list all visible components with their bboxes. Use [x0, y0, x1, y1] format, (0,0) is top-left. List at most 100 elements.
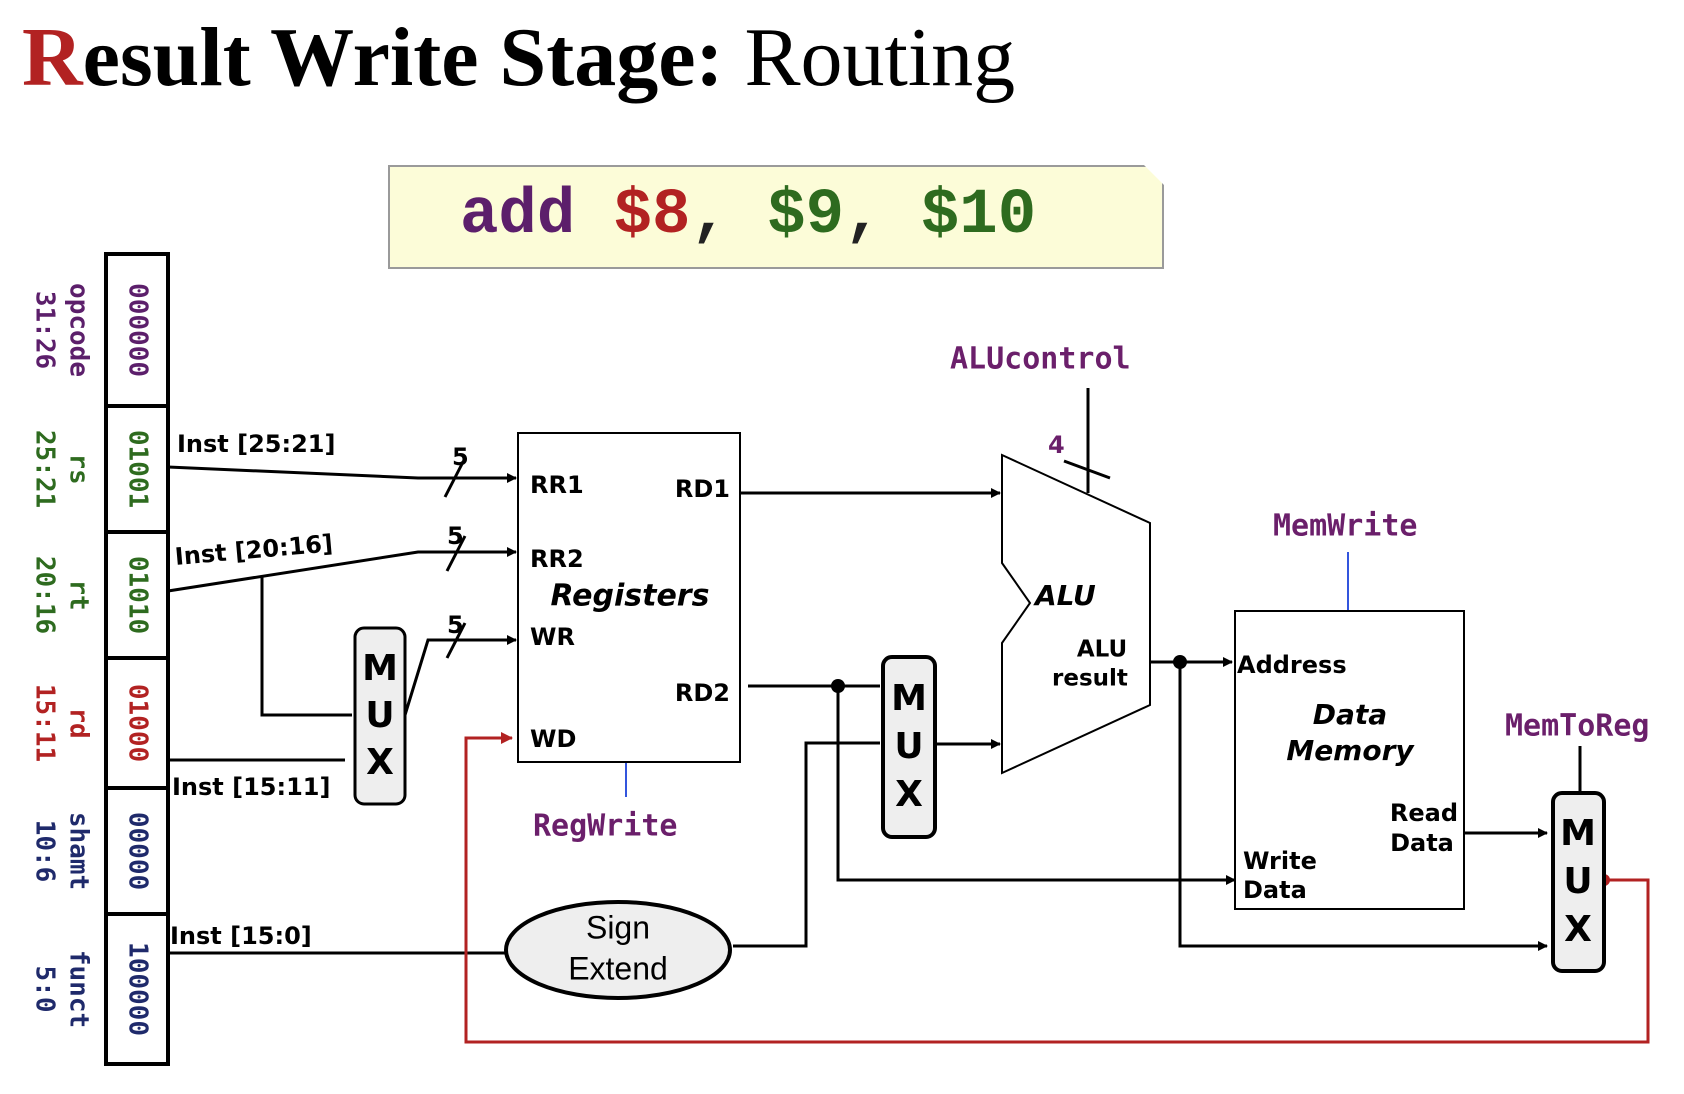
instr-op: add: [460, 180, 576, 252]
mux-alusrc-x: X: [895, 774, 923, 815]
bus-slash-rr1: [443, 461, 465, 498]
field-box-rs: [104, 404, 170, 534]
wire-wr: [403, 635, 517, 716]
mux-memtoreg-u: U: [1563, 861, 1592, 902]
field-bits-funct: 5:0: [30, 966, 60, 1013]
field-name-shamt: shamt: [64, 812, 94, 890]
junction-alu-result: [1173, 655, 1187, 669]
mux-memtoreg-x: X: [1564, 909, 1592, 950]
field-name-rs: rs: [64, 453, 94, 484]
field-value-rd: 01000: [123, 684, 153, 762]
label-inst-20-16: Inst [20:16]: [174, 529, 334, 571]
title-first-letter: R: [22, 11, 83, 104]
mem-name-line2: Memory: [1286, 734, 1415, 767]
wire-rt-to-mux: [260, 577, 352, 717]
folded-corner: [1144, 165, 1164, 185]
field-value-rt: 01010: [123, 556, 153, 634]
bus-slash-alu: [1063, 459, 1111, 480]
reg-wr: WR: [530, 623, 575, 651]
field-box-shamt: [104, 786, 170, 916]
reg-name: Registers: [551, 579, 710, 614]
control-regwrite: RegWrite: [533, 809, 678, 844]
registers-block: [517, 432, 741, 763]
wire-rr1: [167, 465, 517, 483]
wire-writeback: [464, 732, 1650, 1044]
instr-sep1: ,: [690, 180, 768, 252]
field-bits-opcode: 31:26: [30, 291, 60, 369]
field-bits-rt: 20:16: [30, 556, 60, 634]
mem-write-line2: Data: [1243, 876, 1307, 904]
mem-read-line1: Read: [1390, 799, 1458, 827]
title-bold-part: esult Write Stage:: [82, 11, 724, 104]
wire-rd2-to-writedata: [836, 686, 1236, 885]
field-value-opcode: 000000: [123, 283, 153, 377]
data-memory-block: [1234, 610, 1465, 910]
bus-slash-rr2: [445, 535, 467, 572]
control-memwrite: MemWrite: [1273, 509, 1418, 544]
label-width-wr: 5: [447, 611, 464, 639]
mux-memtoreg: [1551, 791, 1606, 973]
field-box-rd: [104, 656, 170, 790]
mux-regdst-x: X: [366, 742, 394, 783]
field-name-funct: funct: [64, 950, 94, 1028]
field-value-rs: 01001: [123, 430, 153, 508]
mux-alusrc-m: M: [891, 678, 927, 719]
mux-memtoreg-m: M: [1560, 813, 1596, 854]
instruction-text: add $8, $9, $10: [460, 178, 1036, 255]
instruction-box: [388, 165, 1164, 269]
label-width-rr1: 5: [452, 443, 469, 471]
bus-slash-wr: [445, 622, 467, 659]
sign-extend-line1: Sign: [586, 909, 650, 945]
label-width-alu: 4: [1048, 431, 1065, 459]
label-inst-15-0: Inst [15:0]: [170, 922, 312, 950]
slide-title: Result Write Stage: Routing: [22, 16, 1015, 100]
control-memtoreg: MemToReg: [1505, 709, 1650, 744]
instr-dest: $8: [613, 180, 691, 252]
control-alucontrol: ALUcontrol: [950, 342, 1131, 377]
wire-signext-to-mux: [733, 741, 880, 948]
reg-rr2: RR2: [530, 545, 584, 573]
field-bits-rd: 15:11: [30, 684, 60, 762]
mux-regdst: [353, 626, 407, 806]
sign-extend-unit: [504, 900, 732, 1000]
field-name-opcode: opcode: [64, 283, 94, 377]
alu-result-line1: ALU: [1077, 637, 1127, 663]
reg-rd2: RD2: [675, 679, 730, 707]
reg-rd1: RD1: [675, 475, 730, 503]
field-value-funct: 100000: [123, 942, 153, 1036]
sign-extend-line2: Extend: [568, 950, 668, 986]
mux-alusrc: [881, 655, 937, 839]
label-inst-15-11: Inst [15:11]: [172, 773, 330, 801]
alu-name: ALU: [1033, 579, 1096, 612]
field-box-funct: [104, 912, 170, 1066]
instr-src1: $9: [767, 180, 845, 252]
field-name-rd: rd: [64, 707, 94, 738]
mem-read-line2: Data: [1390, 829, 1454, 857]
instr-sep2: ,: [844, 180, 921, 252]
instruction-fields: 000000 01001 01010 01000 00000 100000 op…: [30, 252, 170, 1066]
wire-rr2: [167, 547, 517, 593]
mem-write-line1: Write: [1243, 847, 1317, 875]
alu-result-line2: result: [1052, 666, 1128, 692]
field-bits-shamt: 10:6: [30, 820, 60, 883]
wires: [167, 388, 1582, 955]
mem-address: Address: [1237, 651, 1347, 679]
mux-alusrc-u: U: [894, 726, 923, 767]
field-value-shamt: 00000: [123, 812, 153, 890]
mux-regdst-u: U: [365, 695, 394, 736]
title-normal-part: Routing: [744, 11, 1016, 104]
alu-shape: [1001, 453, 1151, 775]
label-inst-25-21: Inst [25:21]: [177, 430, 335, 458]
instr-src2: $10: [920, 180, 1037, 252]
junction-rd2: [831, 679, 845, 693]
reg-wd: WD: [530, 725, 576, 753]
reg-rr1: RR1: [530, 471, 584, 499]
field-name-rt: rt: [64, 579, 94, 610]
wire-alu-to-memtoreg: [1178, 662, 1548, 951]
label-width-rr2: 5: [447, 522, 464, 550]
mux-regdst-m: M: [362, 648, 398, 689]
mem-name-line1: Data: [1313, 698, 1387, 731]
field-bits-rs: 25:21: [30, 430, 60, 508]
